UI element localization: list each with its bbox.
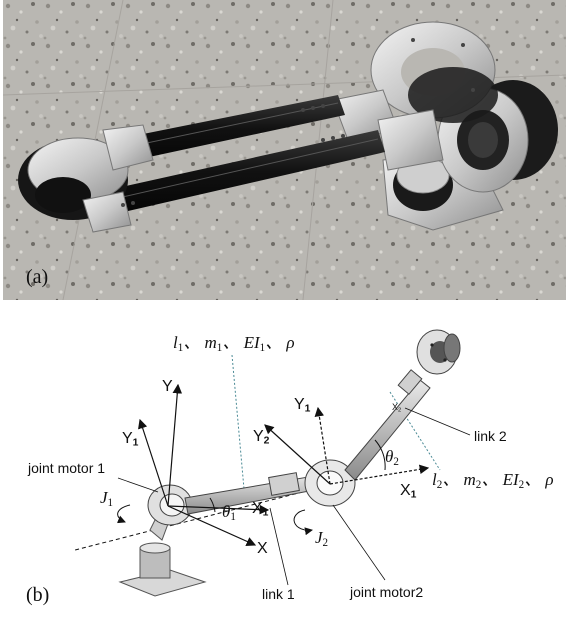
- callout-link-1: link 1: [262, 586, 295, 602]
- panel-label-b: (b): [26, 584, 50, 606]
- robot-arm-photo: [3, 0, 566, 300]
- joint-label-j1: J1: [100, 488, 114, 509]
- schematic-drawing: [74, 329, 471, 597]
- axis-label-x: X: [257, 540, 268, 557]
- axis-label-x1-right: X1: [400, 482, 417, 501]
- callout-joint-motor-1: joint motor 1: [28, 460, 106, 476]
- angle-theta1: θ1: [222, 502, 236, 523]
- link1-params: l1、 m1、 EI1、 ρ: [173, 333, 295, 354]
- axis-label-y: Y: [162, 378, 173, 395]
- axis-label-x2: X2: [392, 402, 402, 414]
- callout-link-2: link 2: [474, 428, 507, 444]
- axis-label-y1-left: Y1: [122, 430, 139, 449]
- axis-label-y1-right: Y1: [294, 396, 311, 415]
- kinematic-schematic: l1、 m1、 EI1、 ρ l2、 m2、 EI2、 ρ Y Y1 X1 X …: [0, 300, 569, 617]
- axis-label-x1-left: X1: [252, 500, 269, 519]
- callout-joint-motor-2: joint motor2: [350, 584, 424, 600]
- axis-label-y2: Y2: [253, 428, 270, 447]
- joint-label-j2: J2: [315, 528, 329, 549]
- panel-label-a: (a): [26, 266, 49, 288]
- angle-theta2: θ2: [385, 447, 399, 468]
- link2-params: l2、 m2、 EI2、 ρ: [432, 470, 554, 491]
